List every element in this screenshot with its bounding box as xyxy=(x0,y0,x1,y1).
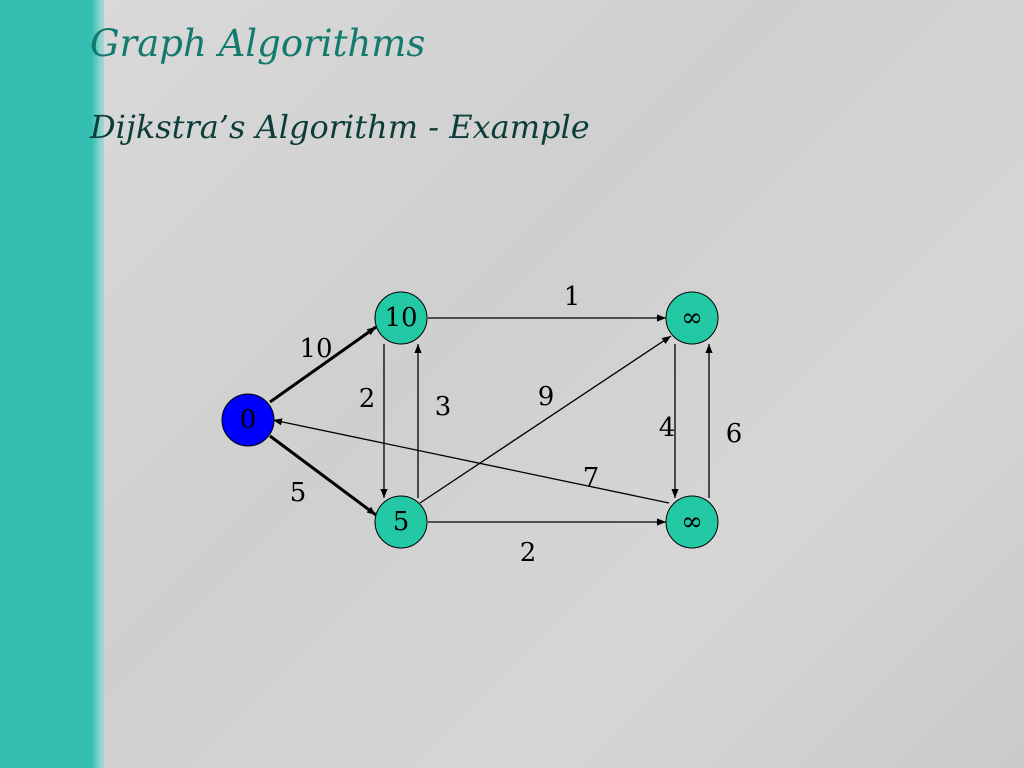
edge-weight-u-x: 2 xyxy=(359,384,376,414)
node-s xyxy=(221,393,275,447)
node-label-y: ∞ xyxy=(681,507,703,537)
edge-s-u xyxy=(269,325,377,404)
edge-weight-s-x: 5 xyxy=(290,478,307,508)
slide-title: Graph Algorithms xyxy=(90,22,426,65)
node-y xyxy=(665,495,719,549)
edge-weight-x-u: 3 xyxy=(435,392,452,422)
edges: 10 5 1 2 3 9 2 4 6 7 xyxy=(269,282,743,568)
node-x xyxy=(374,495,428,549)
edge-s-x xyxy=(269,434,377,517)
edge-weight-s-u: 10 xyxy=(299,334,332,364)
edge-weight-u-v: 1 xyxy=(564,282,581,312)
node-label-u: 10 xyxy=(384,303,417,333)
node-label-s: 0 xyxy=(240,405,257,435)
edge-weight-y-v: 6 xyxy=(726,419,743,449)
node-u xyxy=(374,291,428,345)
edge-weight-x-y: 2 xyxy=(520,538,537,568)
nodes: 0 10 ∞ 5 ∞ xyxy=(221,291,719,549)
node-label-x: 5 xyxy=(393,507,410,537)
edge-weight-x-v: 9 xyxy=(538,382,555,412)
node-label-v: ∞ xyxy=(681,303,703,333)
node-v xyxy=(665,291,719,345)
slide-background xyxy=(104,0,1024,768)
teal-sidebar xyxy=(0,0,104,768)
edge-y-s xyxy=(272,418,670,504)
edge-weight-v-y: 4 xyxy=(659,413,676,443)
slide-subtitle: Dijkstra’s Algorithm - Example xyxy=(90,108,590,146)
edge-weight-y-s: 7 xyxy=(583,463,600,493)
edge-x-v xyxy=(419,335,672,504)
